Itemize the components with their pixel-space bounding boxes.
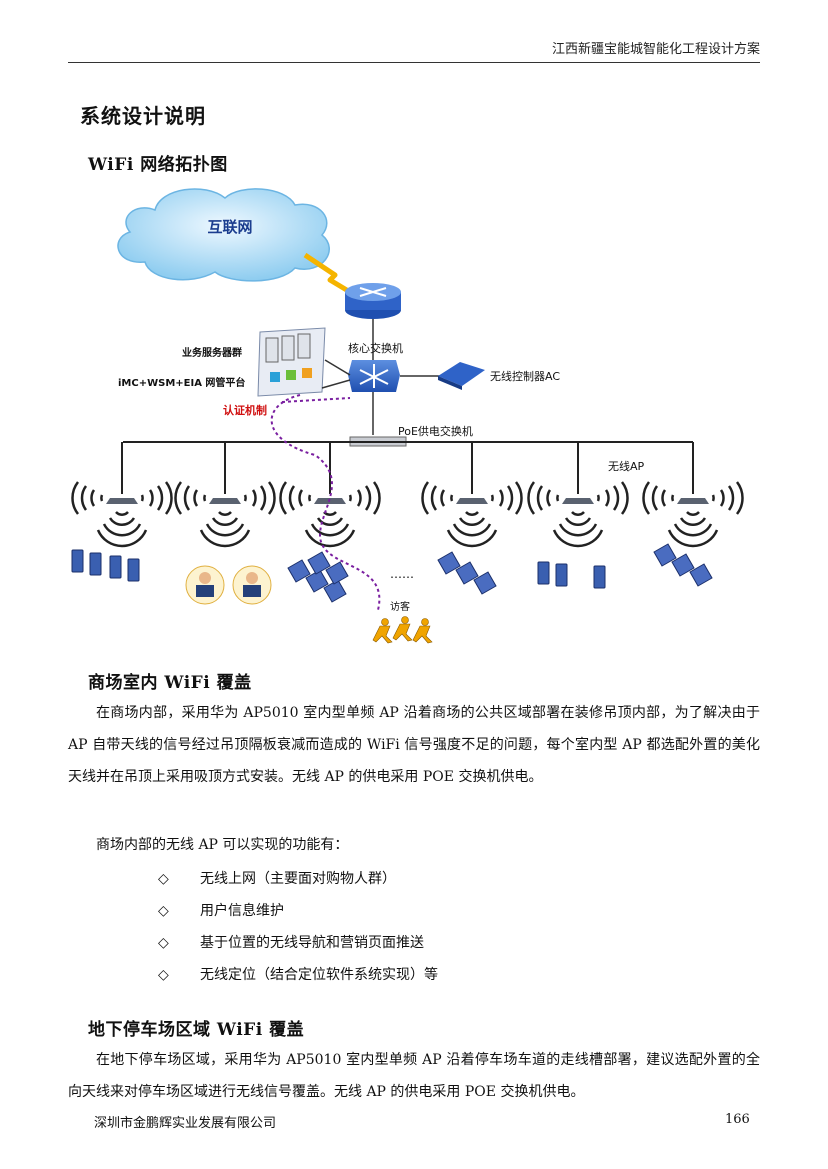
wireless-controller-icon	[438, 362, 485, 390]
wan-link-icon	[303, 252, 362, 301]
header-title: 江西新疆宝能城智能化工程设计方案	[551, 42, 760, 57]
server-group-label: 业务服务器群	[182, 346, 242, 359]
router-icon	[345, 283, 401, 319]
dots-label: ……	[390, 567, 414, 581]
page-header: 江西新疆宝能城智能化工程设计方案	[68, 40, 760, 63]
auth-label: 认证机制	[223, 403, 267, 417]
list-item: ◇用户信息维护	[158, 895, 284, 927]
ap-icon	[71, 442, 173, 548]
list-item: ◇无线上网（主要面对购物人群）	[158, 863, 396, 895]
ap-icon	[527, 442, 629, 548]
wifi-topology-diagram: 互联网 核心交换机 无线控制器AC 业务服务器群 iMC+WSM+EIA 网管平…	[71, 188, 744, 644]
ap-icon	[642, 442, 744, 548]
list-item: ◇基于位置的无线导航和营销页面推送	[158, 927, 424, 959]
ac-label: 无线控制器AC	[490, 369, 560, 383]
diamond-bullet-icon: ◇	[158, 903, 169, 919]
diamond-bullet-icon: ◇	[158, 935, 169, 951]
visitor-roaming-path	[270, 394, 381, 611]
core-switch-icon	[348, 360, 400, 392]
diamond-bullet-icon: ◇	[158, 967, 169, 983]
internet-label: 互联网	[207, 218, 252, 236]
ap-icon	[174, 442, 276, 548]
mgmt-platform-label: iMC+WSM+EIA 网管平台	[118, 376, 245, 389]
mall-paragraph-1: 在商场内部，采用华为 AP5010 室内型单频 AP 沿着商场的公共区域部署在装…	[68, 705, 760, 785]
parking-heading: 地下停车场区域 WiFi 覆盖	[88, 1020, 305, 1040]
tablet-icons	[71, 549, 606, 589]
core-switch-label: 核心交换机	[348, 341, 403, 355]
walking-people-icon	[372, 616, 433, 644]
mall-paragraph-2: 商场内部的无线 AP 可以实现的功能有：	[96, 837, 349, 853]
footer-company: 深圳市金鹏辉实业发展有限公司	[94, 1116, 277, 1131]
topology-heading: WiFi 网络拓扑图	[88, 155, 228, 175]
parking-paragraph-1: 在地下停车场区域，采用华为 AP5010 室内型单频 AP 沿着停车场车道的走线…	[68, 1052, 760, 1100]
user-icons	[185, 565, 272, 605]
visitor-label: 访客	[390, 600, 410, 613]
server-group-icon	[257, 327, 326, 397]
mall-heading: 商场室内 WiFi 覆盖	[88, 673, 252, 693]
ap-icon	[279, 442, 381, 548]
ap-label: 无线AP	[608, 459, 645, 473]
laptop-icons	[287, 543, 713, 603]
poe-switch-label: PoE供电交换机	[398, 424, 473, 438]
section-title: 系统设计说明	[80, 104, 206, 128]
diamond-bullet-icon: ◇	[158, 871, 169, 887]
list-item: ◇无线定位（结合定位软件系统实现）等	[158, 959, 438, 991]
page-number: 166	[725, 1112, 750, 1127]
internet-cloud-icon: 互联网	[117, 188, 330, 282]
ap-icon	[421, 442, 523, 548]
ap-group	[71, 442, 744, 548]
